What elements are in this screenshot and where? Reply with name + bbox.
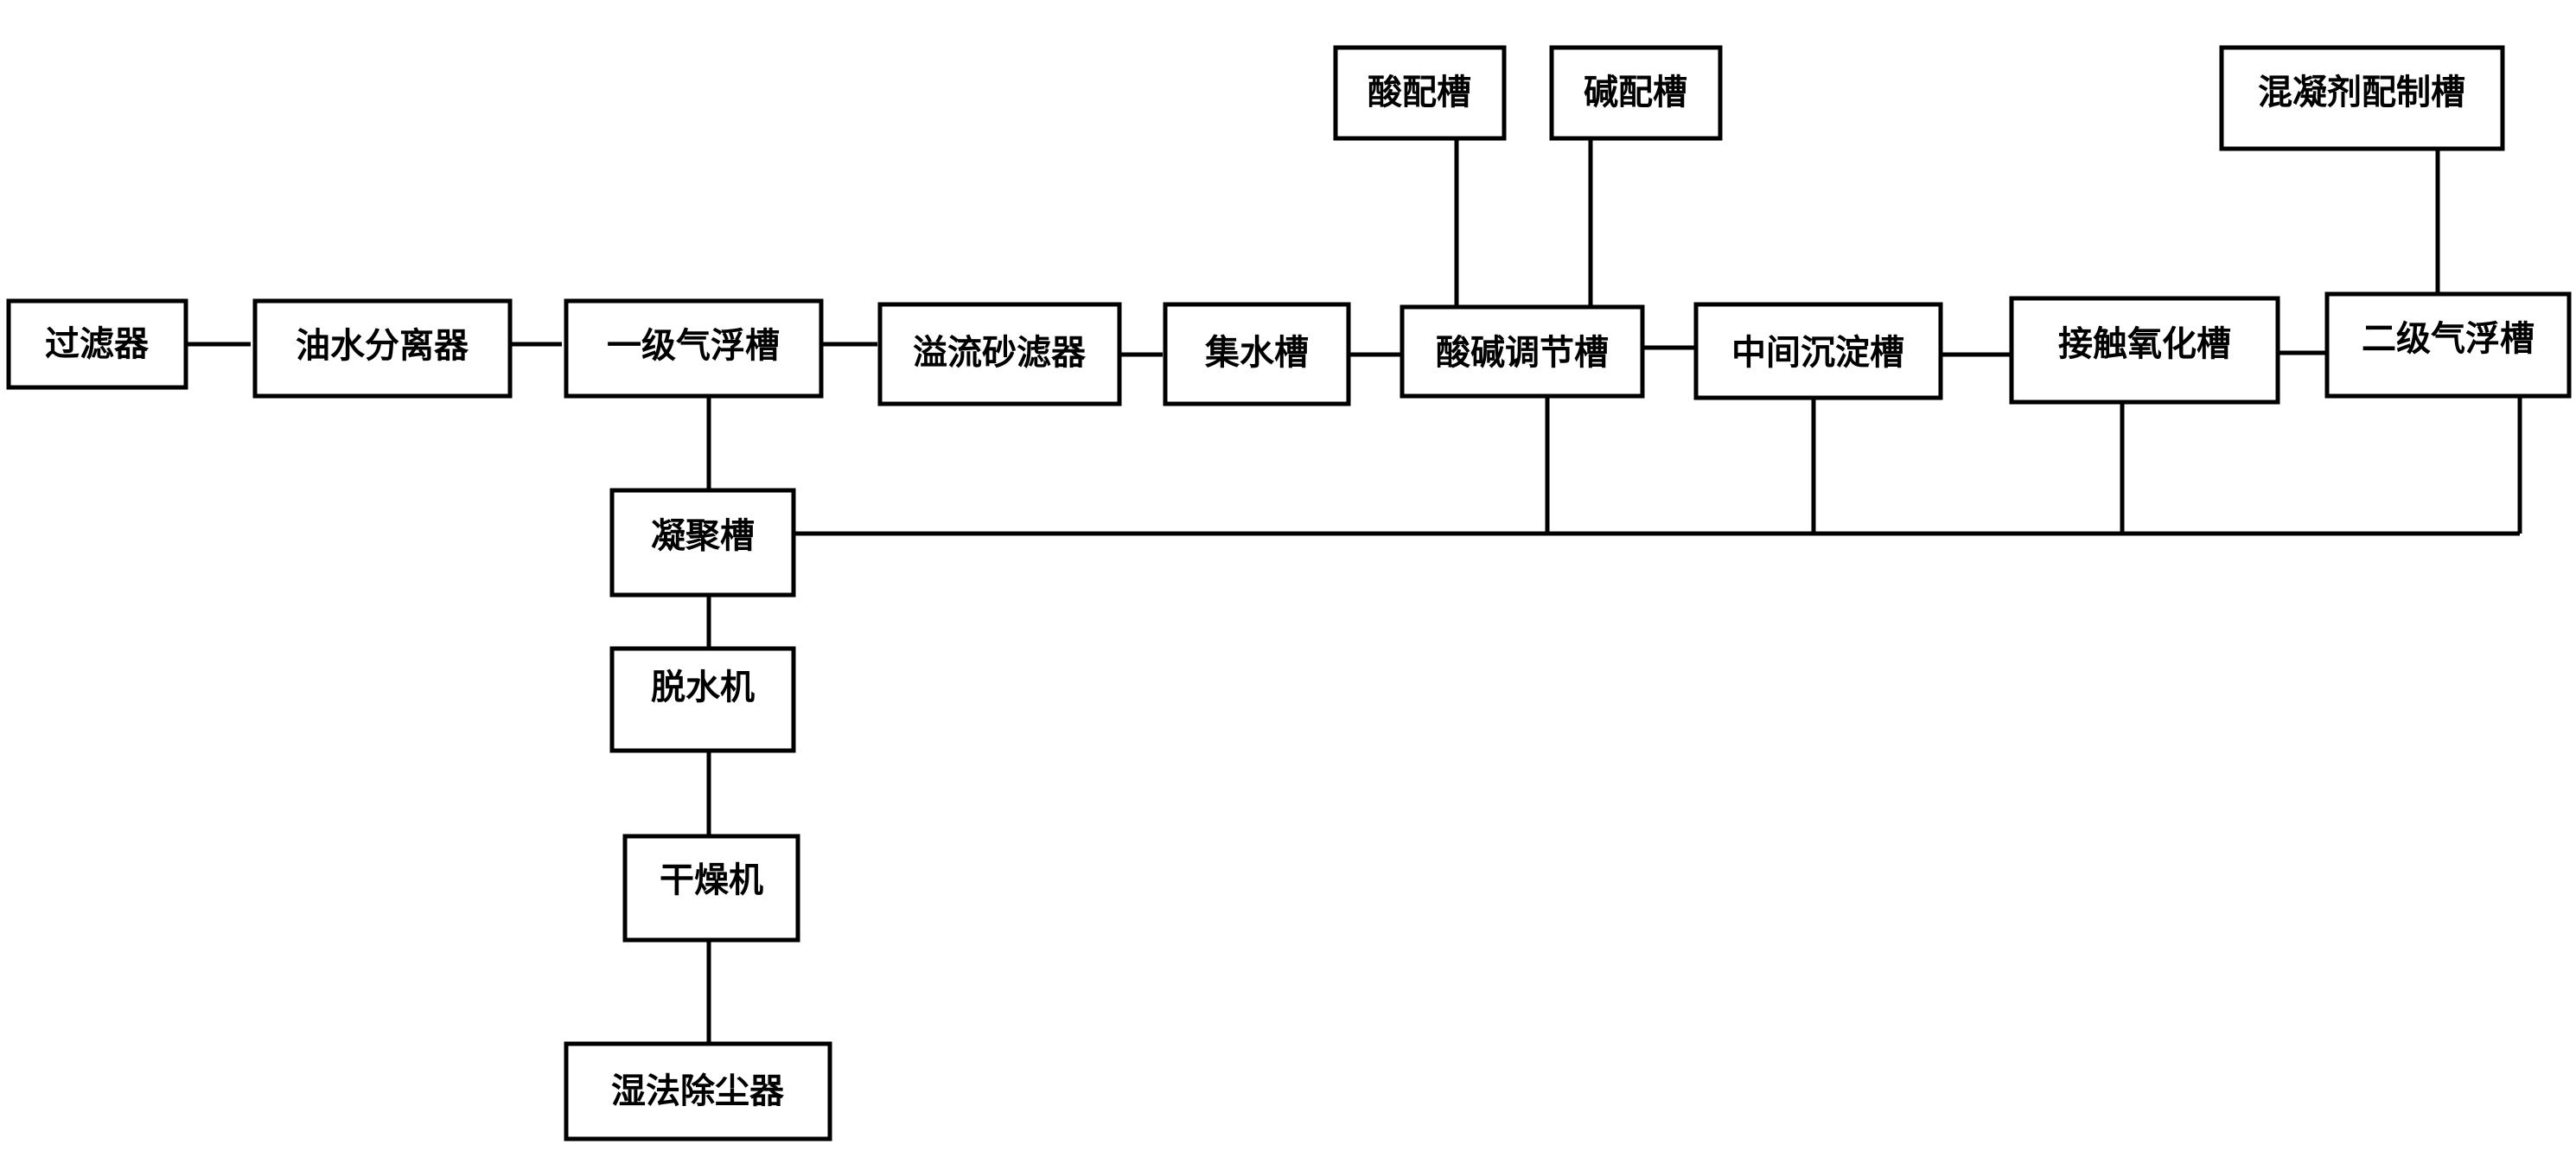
node-base-preparation-tank-label: 碱配槽 — [1584, 73, 1687, 112]
node-dryer-label: 干燥机 — [660, 860, 763, 900]
node-oil-water-separator: 油水分离器 — [252, 298, 513, 399]
node-acid-preparation-tank: 酸配槽 — [1333, 45, 1507, 141]
node-water-collection-tank: 集水槽 — [1163, 302, 1351, 406]
node-water-collection-tank-label: 集水槽 — [1204, 333, 1309, 373]
node-primary-flotation-tank-label: 一级气浮槽 — [607, 326, 780, 366]
node-filter-label: 过滤器 — [45, 324, 150, 364]
node-dewatering-machine: 脱水机 — [609, 646, 796, 753]
node-secondary-flotation-tank-label: 二级气浮槽 — [2362, 319, 2535, 359]
node-acid-base-adjustment-tank-label: 酸碱调节槽 — [1436, 333, 1609, 373]
node-coagulant-preparation-tank-label: 混凝剂配制槽 — [2258, 73, 2465, 112]
node-intermediate-settling-tank-label: 中间沉淀槽 — [1731, 333, 1904, 373]
node-dryer: 干燥机 — [622, 834, 800, 943]
connector-lines — [186, 138, 2522, 1042]
node-overflow-sand-filter: 溢流砂滤器 — [877, 302, 1122, 406]
node-overflow-sand-filter-label: 溢流砂滤器 — [913, 333, 1087, 373]
node-coagulation-tank-label: 凝聚槽 — [651, 516, 755, 556]
node-base-preparation-tank: 碱配槽 — [1549, 45, 1723, 141]
node-intermediate-settling-tank: 中间沉淀槽 — [1693, 302, 1943, 400]
node-secondary-flotation-tank: 二级气浮槽 — [2324, 291, 2572, 399]
node-wet-dust-collector-label: 湿法除尘器 — [611, 1071, 785, 1111]
node-filter: 过滤器 — [6, 298, 188, 390]
node-acid-base-adjustment-tank: 酸碱调节槽 — [1400, 304, 1645, 399]
node-dewatering-machine-label: 脱水机 — [651, 668, 755, 707]
node-contact-oxidation-tank-label: 接触氧化槽 — [2058, 324, 2231, 364]
node-acid-preparation-tank-label: 酸配槽 — [1368, 73, 1471, 112]
node-contact-oxidation-tank: 接触氧化槽 — [2009, 296, 2280, 405]
node-primary-flotation-tank: 一级气浮槽 — [564, 298, 824, 399]
node-oil-water-separator-label: 油水分离器 — [296, 326, 469, 366]
node-coagulation-tank: 凝聚槽 — [609, 488, 796, 598]
node-coagulant-preparation-tank: 混凝剂配制槽 — [2219, 45, 2505, 151]
node-wet-dust-collector: 湿法除尘器 — [564, 1041, 832, 1141]
